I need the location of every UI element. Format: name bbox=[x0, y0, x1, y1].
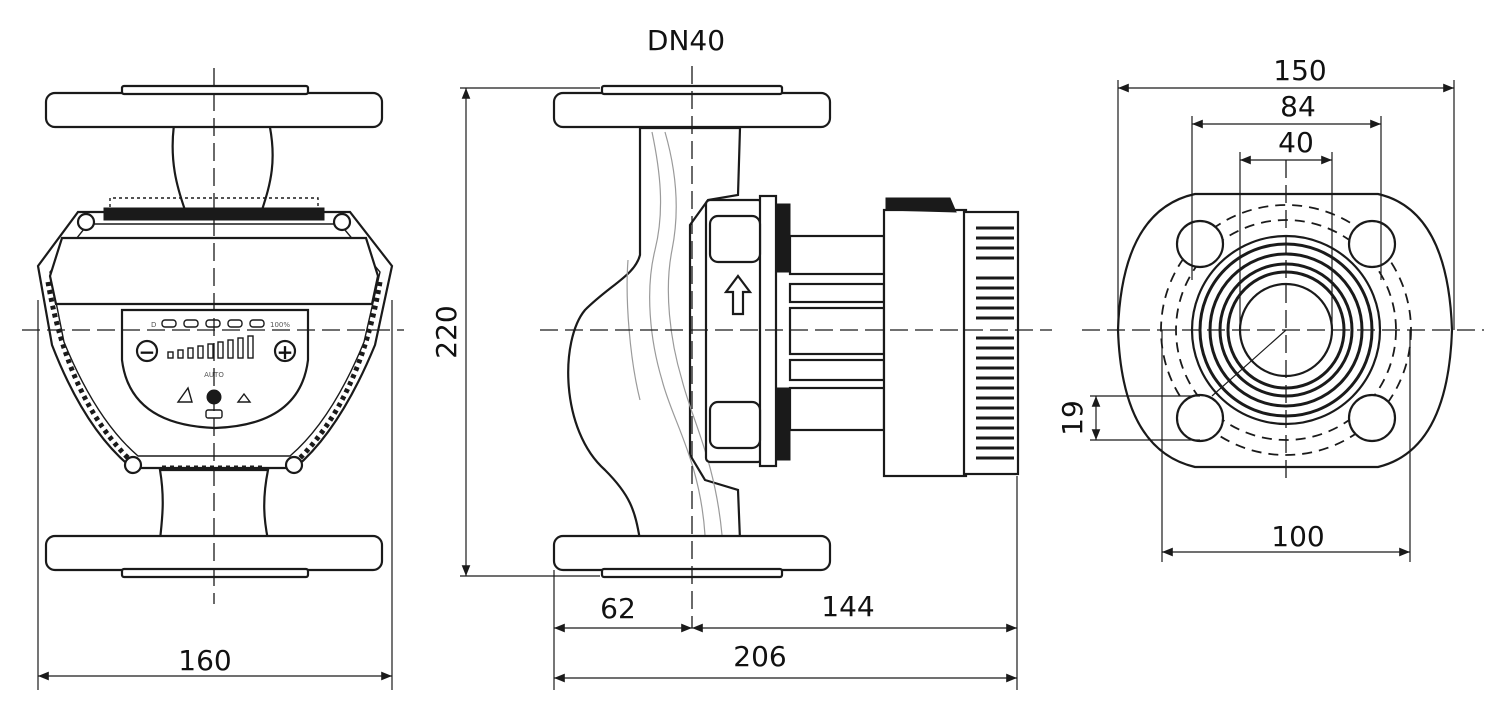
bolt-hole bbox=[1347, 219, 1397, 269]
bolt-hole bbox=[1175, 219, 1225, 269]
side-lower-boss bbox=[708, 400, 762, 450]
side-motor-band bbox=[788, 386, 886, 432]
control-panel bbox=[120, 308, 310, 430]
side-internal-contour bbox=[649, 131, 706, 536]
dim-flange-width: 150 bbox=[1273, 54, 1326, 87]
led-indicator bbox=[161, 319, 177, 328]
led-indicator bbox=[227, 319, 243, 328]
front-view: D 100% − + AUTO 160 bbox=[22, 68, 404, 690]
screw-icon bbox=[332, 212, 352, 232]
side-fin-lines bbox=[976, 226, 1014, 460]
side-motor-band bbox=[788, 282, 886, 304]
side-fin-rack bbox=[962, 210, 1020, 476]
dim-bore: 40 bbox=[1278, 126, 1314, 159]
side-upper-boss bbox=[708, 214, 762, 264]
minus-icon: − bbox=[139, 340, 156, 364]
side-housing-rim bbox=[758, 194, 778, 468]
side-fins-upper bbox=[775, 203, 791, 273]
dim-bolt-spacing: 100 bbox=[1271, 520, 1324, 553]
dim-motor-length: 144 bbox=[821, 590, 874, 623]
side-motor-band bbox=[788, 306, 886, 356]
mode-right-icon bbox=[236, 392, 252, 403]
led-indicator bbox=[183, 319, 199, 328]
panel-min-label: D bbox=[151, 321, 156, 329]
side-motor-band bbox=[788, 358, 886, 382]
led-indicator bbox=[249, 319, 265, 328]
minus-button[interactable] bbox=[135, 339, 159, 363]
dim-inlet-offset: 62 bbox=[600, 592, 636, 625]
speed-level-bars bbox=[167, 335, 254, 359]
flow-direction-arrow-icon bbox=[723, 274, 753, 316]
side-view: DN40 220 62 144 206 bbox=[430, 24, 1052, 690]
panel-max-label: 100% bbox=[270, 321, 290, 329]
mode-left-icon bbox=[176, 386, 193, 403]
radius-leader bbox=[1211, 329, 1287, 397]
side-box-cap bbox=[885, 197, 957, 213]
side-motor-band bbox=[788, 234, 886, 276]
screw-icon bbox=[76, 212, 96, 232]
bolt-hole bbox=[1175, 393, 1225, 443]
front-fins-top bbox=[103, 207, 325, 221]
dim-height: 220 bbox=[430, 305, 463, 358]
dim-overall-length: 206 bbox=[733, 640, 786, 673]
screw-icon bbox=[123, 455, 143, 475]
nominal-diameter-label: DN40 bbox=[647, 24, 725, 57]
screw-icon bbox=[284, 455, 304, 475]
bolt-hole bbox=[1347, 393, 1397, 443]
dim-overall-width: 160 bbox=[178, 644, 231, 677]
dim-bolt-circle: 84 bbox=[1280, 90, 1316, 123]
front-pipe-top bbox=[171, 116, 274, 212]
side-electronics-box bbox=[882, 208, 968, 478]
dim-bolt-hole: 19 bbox=[1056, 400, 1089, 436]
plus-icon: + bbox=[277, 340, 294, 364]
front-flange-top-lip bbox=[120, 84, 310, 96]
flange-view: 150 84 40 100 19 bbox=[1056, 54, 1484, 562]
side-fins-lower bbox=[775, 387, 791, 461]
plus-button[interactable] bbox=[273, 339, 297, 363]
led-indicator bbox=[205, 319, 221, 328]
front-housing-inner bbox=[49, 223, 381, 457]
front-flange-bottom-lip bbox=[120, 567, 310, 579]
